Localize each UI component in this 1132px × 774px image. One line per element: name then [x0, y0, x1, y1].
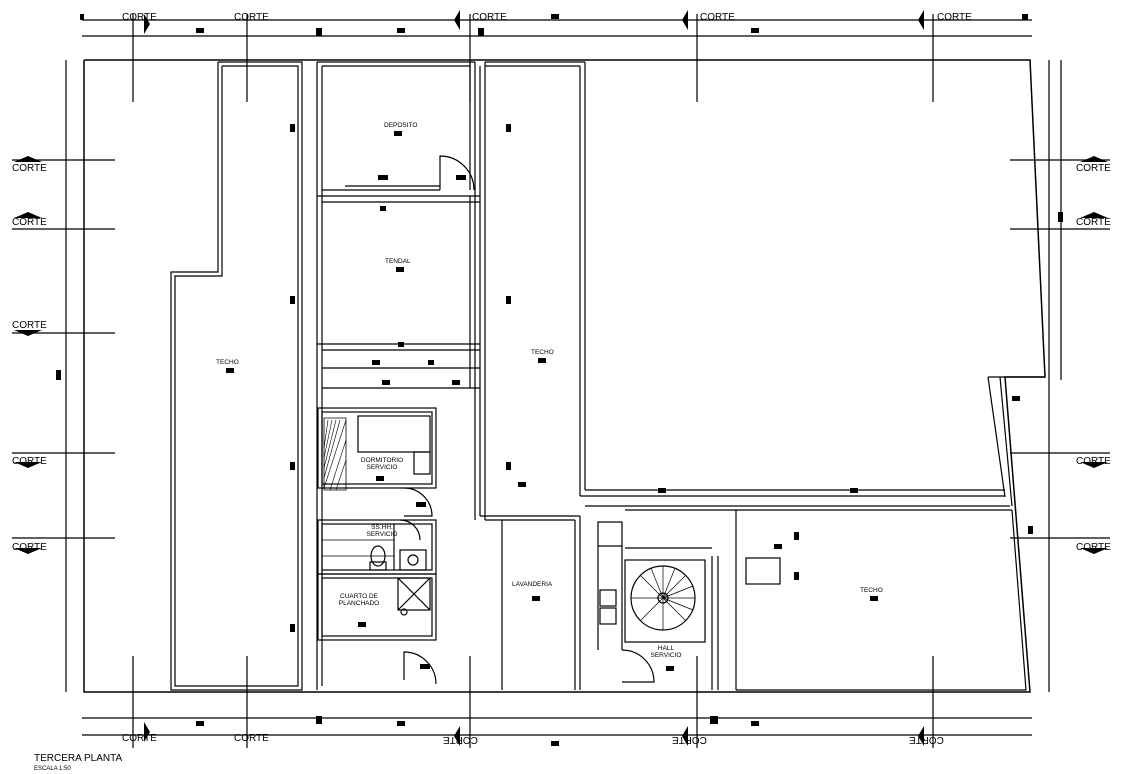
- outer-wall: [83, 59, 1046, 693]
- toilet: [370, 545, 386, 567]
- room-label-techo-left: TECHO: [216, 359, 239, 366]
- room-label-lavanderia: LAVANDERIA: [512, 581, 553, 588]
- section-label-right: CORTE: [1076, 217, 1111, 228]
- room-label-dormitorio: DORMITORIO SERVICIO: [360, 457, 404, 471]
- section-label-right: CORTE: [1076, 542, 1111, 553]
- room-label-cuarto: CUARTO DE PLANCHADO: [338, 593, 380, 607]
- room-label-techo-center: TECHO: [531, 349, 554, 356]
- section-label-top: CORTE: [700, 12, 735, 23]
- section-label-bottom: CORTE: [909, 734, 944, 745]
- left-roof-inner: [174, 65, 299, 687]
- drawing-title: TERCERA PLANTA: [34, 753, 123, 764]
- room-label-sshh: SS.HH. SERVICIO: [366, 524, 398, 538]
- section-label-top: CORTE: [234, 12, 269, 23]
- section-label-top: CORTE: [122, 12, 157, 23]
- section-label-top: CORTE: [472, 12, 507, 23]
- door-swing-planchado: [403, 651, 437, 685]
- section-label-bottom: CORTE: [122, 733, 157, 744]
- sink: [407, 554, 419, 566]
- room-label-techo-right: TECHO: [860, 587, 883, 594]
- drawing-scale: ESCALA 1:50: [34, 766, 71, 772]
- section-label-right: CORTE: [1076, 163, 1111, 174]
- section-label-left: CORTE: [12, 217, 47, 228]
- door-swing-deposito: [439, 155, 475, 191]
- section-label-bottom: CORTE: [234, 733, 269, 744]
- section-label-left: CORTE: [12, 320, 47, 331]
- room-label-deposito: DEPOSITO: [384, 122, 418, 129]
- door-swing-hall: [621, 649, 655, 683]
- section-label-top: CORTE: [937, 12, 972, 23]
- section-label-bottom: CORTE: [672, 734, 707, 745]
- room-label-tendal: TENDAL: [385, 258, 411, 265]
- left-roof-outer: [170, 61, 303, 691]
- section-label-bottom: CORTE: [443, 734, 478, 745]
- section-label-left: CORTE: [12, 542, 47, 553]
- bed: [357, 415, 431, 453]
- room-label-hall: HALL SERVICIO: [650, 645, 682, 659]
- section-label-left: CORTE: [12, 456, 47, 467]
- section-label-left: CORTE: [12, 163, 47, 174]
- section-label-right: CORTE: [1076, 456, 1111, 467]
